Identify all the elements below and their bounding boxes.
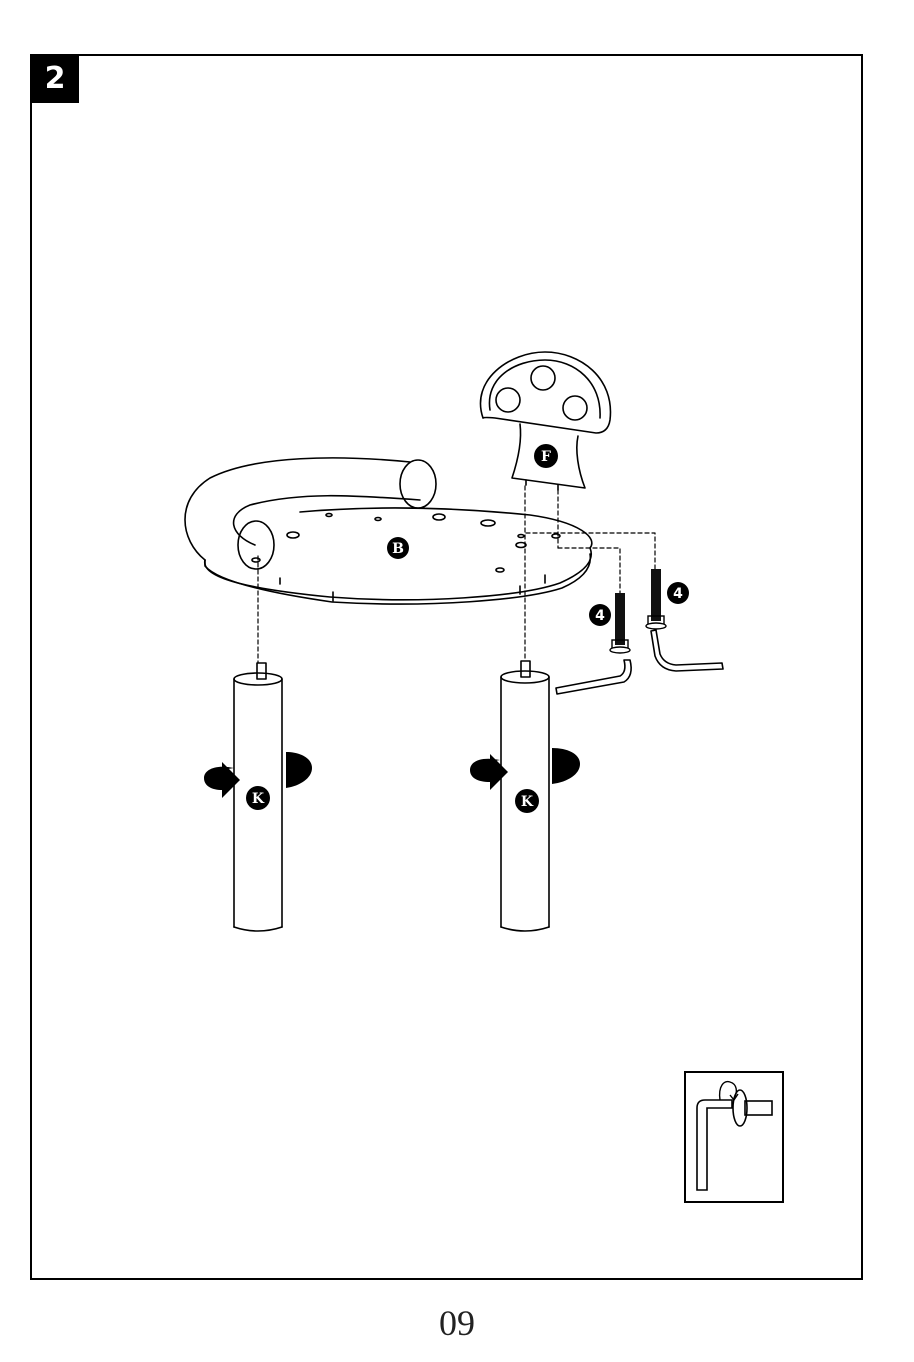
label-part-k-left: K xyxy=(252,791,265,807)
rotate-arrow-right xyxy=(470,748,580,790)
label-part-b: B xyxy=(392,541,404,557)
allen-key-tighten-icon xyxy=(685,1072,783,1202)
bolt-quantity-right: 4 xyxy=(673,586,683,602)
bolt-right xyxy=(646,569,666,629)
bolt-left xyxy=(610,593,630,653)
alignment-guides xyxy=(258,486,655,663)
page-number: 09 xyxy=(0,1302,914,1344)
allen-key-left xyxy=(556,660,631,694)
label-part-f: F xyxy=(541,449,551,465)
label-part-k-right: K xyxy=(521,794,534,810)
backrest-part-f xyxy=(480,352,610,490)
allen-key-right xyxy=(651,630,723,671)
bolt-quantity-left: 4 xyxy=(595,608,605,624)
